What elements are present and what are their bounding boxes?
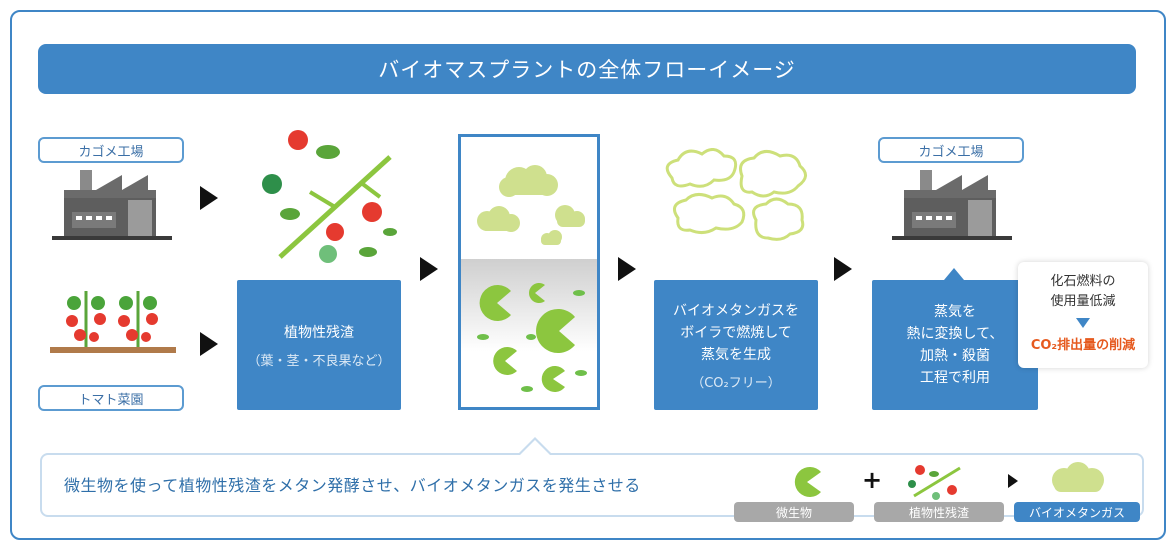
factory-icon-left xyxy=(52,170,172,240)
chip-microbe: 微生物 xyxy=(734,502,854,522)
steam-line-3: 加熱・殺菌 xyxy=(920,348,990,364)
arrow-to-fermenter xyxy=(420,257,438,281)
plant-residue-mini-icon xyxy=(908,465,961,500)
microbe-icon xyxy=(794,467,821,497)
biogas-cloud-icon xyxy=(477,165,585,245)
emission-reduction-note: 化石燃料の 使用量低減 CO₂排出量の削減 xyxy=(1018,262,1148,368)
diagram-title: バイオマスプラントの全体フローイメージ xyxy=(38,44,1136,94)
label-tomato-garden: トマト菜園 xyxy=(38,385,184,411)
label-factory-right: カゴメ工場 xyxy=(878,137,1024,163)
boiler-line-3: 蒸気を生成 xyxy=(701,346,771,363)
plant-residue-icon xyxy=(262,130,397,263)
note-line-3: CO₂排出量の削減 xyxy=(1030,338,1136,353)
mini-arrow-icon xyxy=(1008,474,1018,488)
fermentation-tank-panel xyxy=(458,134,600,410)
arrow-factory-to-residue xyxy=(200,186,218,210)
plant-residue-box: 植物性残渣 （葉・茎・不良果など） xyxy=(237,280,401,410)
boiler-co2-free: （CO₂フリー） xyxy=(691,375,781,391)
arrow-garden-to-residue xyxy=(200,332,218,356)
note-line-2: 使用量低減 xyxy=(1050,294,1116,309)
arrow-to-boiler xyxy=(618,257,636,281)
fermenter-liquid xyxy=(461,259,597,407)
plus-icon: + xyxy=(862,466,883,494)
biogas-mini-cloud-icon xyxy=(1052,462,1104,492)
steam-line-4: 工程で利用 xyxy=(920,370,990,386)
chip-plant-residue: 植物性残渣 xyxy=(874,502,1004,522)
plant-residue-detail: （葉・茎・不良果など） xyxy=(247,353,391,369)
steam-line-2: 熱に変換して、 xyxy=(906,326,1004,342)
plant-residue-title: 植物性残渣 xyxy=(284,324,354,341)
chip-biomethane-gas: バイオメタンガス xyxy=(1014,502,1140,522)
steam-use-box: 蒸気を 熱に変換して、 加熱・殺菌 工程で利用 xyxy=(872,280,1038,410)
boiler-process-box: バイオメタンガスを ボイラで燃焼して 蒸気を生成 （CO₂フリー） xyxy=(654,280,818,410)
note-line-1: 化石燃料の xyxy=(1050,274,1116,289)
microbe-icons xyxy=(477,283,587,392)
steam-box-pointer xyxy=(944,268,964,280)
boiler-line-1: バイオメタンガスを xyxy=(673,302,799,319)
bottom-caret-inner xyxy=(520,440,550,455)
bottom-explanation-text: 微生物を使って植物性残渣をメタン発酵させ、バイオメタンガスを発生させる xyxy=(64,476,641,495)
boiler-line-2: ボイラで燃焼して xyxy=(680,324,792,341)
tomato-plant-icon xyxy=(50,291,176,353)
label-factory-left: カゴメ工場 xyxy=(38,137,184,163)
factory-icon-right xyxy=(892,170,1012,240)
note-down-arrow-icon xyxy=(1076,318,1090,328)
steam-line-1: 蒸気を xyxy=(934,304,976,320)
steam-cloud-icon xyxy=(665,148,807,241)
arrow-to-factory xyxy=(834,257,852,281)
